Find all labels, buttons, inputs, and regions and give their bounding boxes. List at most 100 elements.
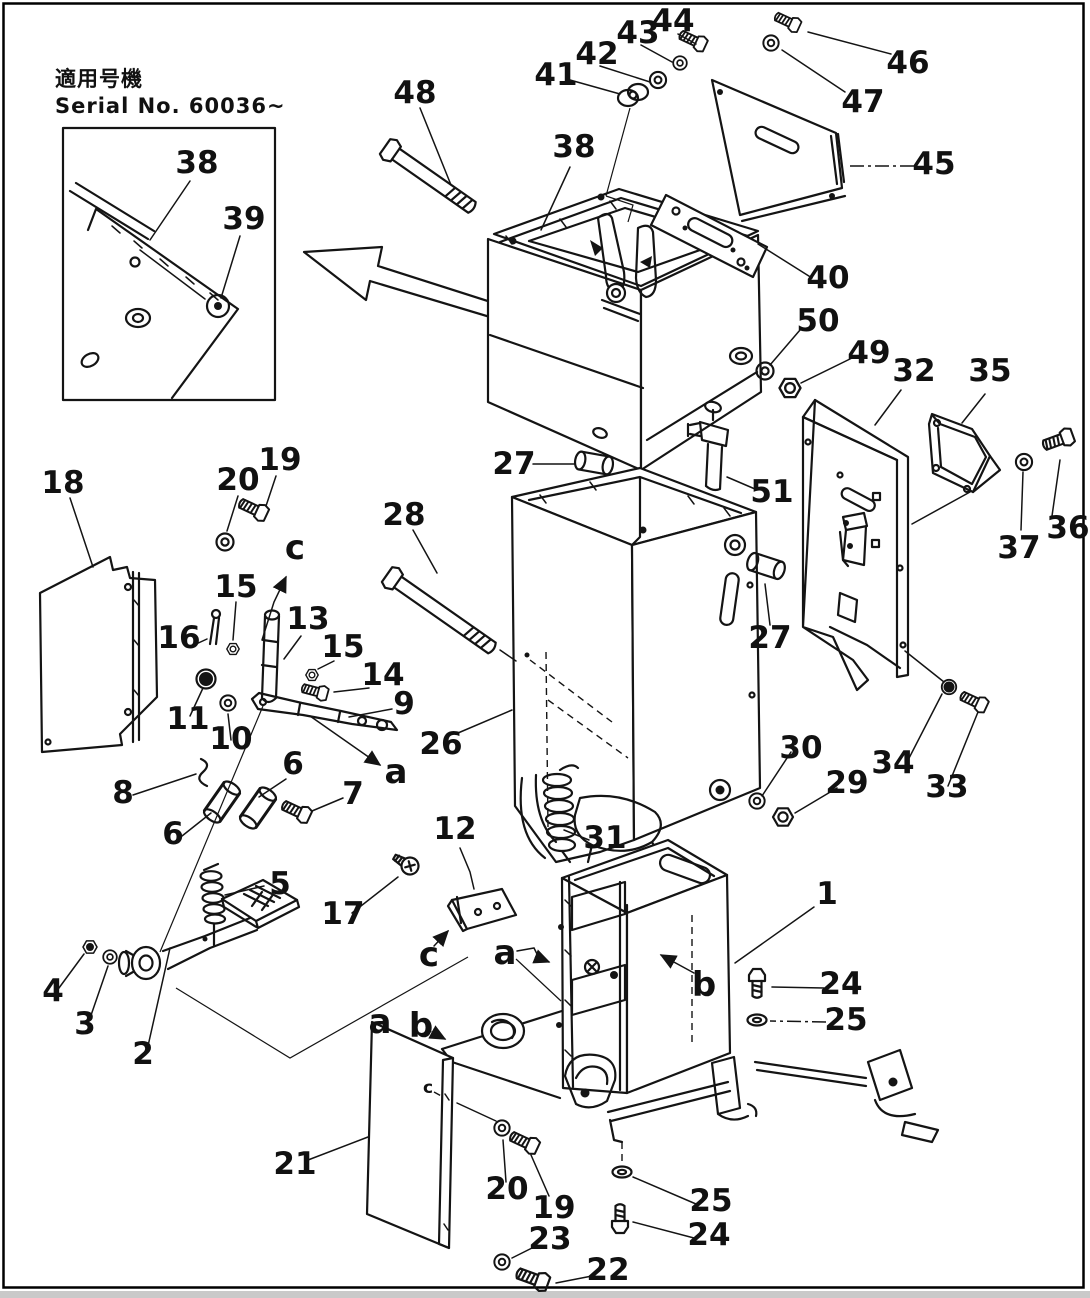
nut-15-a bbox=[226, 642, 240, 656]
header-block: 適用号機 Serial No. 60036~ bbox=[55, 67, 285, 118]
support-assembly-1: 24 25 1 b 25 24 bbox=[440, 838, 940, 1253]
bracket-12 bbox=[446, 887, 518, 933]
bolt-19-bottom bbox=[506, 1126, 543, 1157]
part-label-24-bottom: 24 bbox=[687, 1217, 730, 1253]
nut-4 bbox=[82, 940, 98, 954]
side-panel-32: 32 bbox=[801, 353, 936, 692]
part-label-12: 12 bbox=[433, 811, 476, 847]
washer-25-right bbox=[746, 1013, 768, 1027]
nut-29 bbox=[771, 807, 795, 827]
part-label-30: 30 bbox=[779, 730, 822, 766]
fitting-51 bbox=[686, 408, 730, 492]
part-label-4: 4 bbox=[42, 973, 64, 1009]
part-label-23: 23 bbox=[528, 1221, 571, 1257]
part-label-27-left: 27 bbox=[492, 446, 535, 482]
part-label-6-a: 6 bbox=[282, 746, 304, 782]
part-label-40: 40 bbox=[806, 260, 849, 296]
nut-15-b bbox=[305, 668, 319, 682]
part-label-3: 3 bbox=[74, 1006, 96, 1042]
gasket-40: 40 bbox=[649, 193, 850, 296]
bolt-14 bbox=[299, 679, 331, 703]
section-letter-b-small: b bbox=[409, 1006, 433, 1046]
part-label-38-inset: 38 bbox=[175, 145, 218, 181]
part-label-36: 36 bbox=[1046, 510, 1089, 546]
hardware-29-30: 30 29 bbox=[748, 730, 869, 827]
part-label-1: 1 bbox=[816, 876, 838, 912]
part-label-45: 45 bbox=[912, 146, 955, 182]
ball-joint-11 bbox=[199, 672, 213, 686]
bolt-28 bbox=[380, 566, 497, 655]
part-label-14: 14 bbox=[361, 657, 404, 693]
part-label-21: 21 bbox=[273, 1146, 316, 1182]
lock-washer-20-bottom bbox=[493, 1119, 511, 1137]
part-label-35: 35 bbox=[968, 353, 1011, 389]
bushing-6-right bbox=[238, 786, 278, 830]
bolt-48 bbox=[378, 138, 477, 214]
part-label-44: 44 bbox=[651, 3, 694, 39]
bolt-19-top bbox=[235, 493, 272, 524]
grommet-39 bbox=[205, 293, 231, 319]
nut-41 bbox=[616, 82, 650, 108]
part-label-33: 33 bbox=[925, 769, 968, 805]
section-letter-a-mid: a bbox=[385, 752, 408, 792]
washer-42 bbox=[648, 70, 668, 90]
part-label-20-bottom: 20 bbox=[485, 1171, 528, 1207]
part-label-11: 11 bbox=[166, 701, 209, 737]
washer-10 bbox=[219, 694, 237, 712]
part-label-20-top: 20 bbox=[216, 462, 259, 498]
part-label-6-b: 6 bbox=[162, 816, 184, 852]
part-label-42: 42 bbox=[575, 36, 618, 72]
control-lever bbox=[590, 212, 658, 323]
bolt-46 bbox=[771, 8, 804, 35]
linkage-cluster: 16 15 13 15 14 11 10 9 bbox=[112, 528, 415, 953]
washer-23 bbox=[493, 1253, 511, 1271]
part-label-24-right: 24 bbox=[819, 966, 862, 1002]
section-letter-c-panel: c bbox=[423, 1078, 433, 1098]
part-label-32: 32 bbox=[892, 353, 935, 389]
part-label-34: 34 bbox=[871, 745, 914, 781]
bottom-panel-21: c 21 a b 20 19 23 22 bbox=[273, 1002, 630, 1295]
part-label-43: 43 bbox=[616, 15, 659, 51]
inset-detail-box: 38 39 bbox=[61, 126, 277, 402]
part-label-13: 13 bbox=[286, 601, 329, 637]
part-label-51: 51 bbox=[750, 474, 793, 510]
part-label-25-right: 25 bbox=[824, 1002, 867, 1038]
valve-box-26: 31 26 27 27 28 bbox=[380, 446, 792, 864]
part-label-41: 41 bbox=[534, 57, 577, 93]
part-label-29: 29 bbox=[825, 765, 868, 801]
bolt-24-right bbox=[747, 967, 767, 999]
part-label-15-b: 15 bbox=[321, 629, 364, 665]
page-bottom-edge bbox=[0, 1291, 1090, 1298]
panel-mount-hardware-33-34: 34 33 bbox=[871, 650, 991, 805]
bolt-33 bbox=[956, 687, 991, 716]
bolt-36 bbox=[1039, 425, 1077, 456]
base-clamps bbox=[563, 1048, 940, 1144]
part-label-26: 26 bbox=[419, 726, 462, 762]
console-box-38: 38 bbox=[486, 107, 763, 472]
clip-bracket-on-panel bbox=[838, 511, 869, 568]
washer-47 bbox=[762, 34, 780, 52]
washer-43 bbox=[672, 55, 688, 71]
part-label-15-a: 15 bbox=[214, 569, 257, 605]
floor-plate-edge bbox=[175, 956, 562, 1059]
bushing-6-left bbox=[202, 780, 242, 824]
bolt-7 bbox=[278, 795, 315, 826]
top-hardware: 48 41 42 43 44 46 47 bbox=[378, 3, 930, 214]
part-label-46: 46 bbox=[886, 45, 929, 81]
part-label-9: 9 bbox=[393, 686, 415, 722]
part-label-48: 48 bbox=[393, 75, 436, 111]
rod-9 bbox=[250, 691, 399, 732]
part-label-28: 28 bbox=[382, 497, 425, 533]
pedal-assembly: 5 2 3 4 17 12 bbox=[42, 811, 551, 1072]
left-panel-18: 18 20 19 bbox=[38, 442, 302, 754]
part-label-31: 31 bbox=[583, 820, 626, 856]
part-label-38: 38 bbox=[552, 129, 595, 165]
bracket-35: 35 36 37 bbox=[911, 353, 1090, 566]
part-label-27-right: 27 bbox=[748, 620, 791, 656]
nut-49 bbox=[778, 377, 802, 399]
section-letter-c-bottom: c bbox=[419, 935, 439, 975]
part-label-10: 10 bbox=[209, 721, 252, 757]
